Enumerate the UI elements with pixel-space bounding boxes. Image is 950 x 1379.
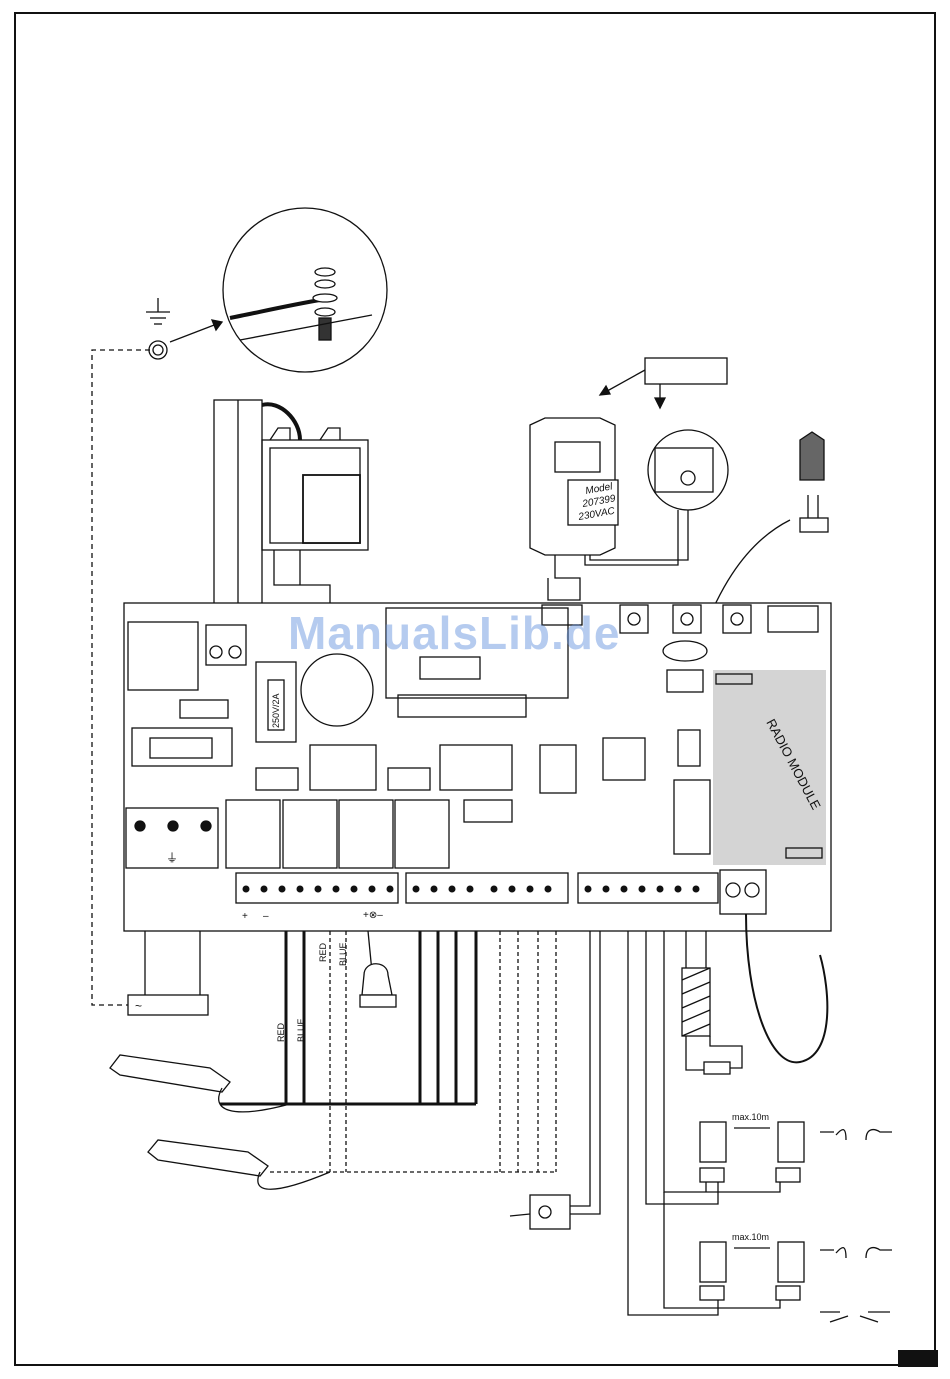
transformer-symbol: ~ [135, 999, 142, 1013]
ground-icon [146, 298, 222, 359]
antenna-wire [746, 914, 827, 1062]
key-switch-icon [510, 931, 600, 1229]
wire-label-blue-top: BLUE [338, 942, 348, 966]
wire-label-blue: BLUE [296, 1018, 306, 1042]
polarity-plus: + [242, 911, 248, 922]
distance-label-2: max.10m [732, 1232, 769, 1242]
polarity-minus: – [263, 911, 269, 922]
gate-direction-icons [820, 1130, 892, 1322]
page-tab [898, 1350, 938, 1367]
board-ground-symbol: ⏚ [166, 851, 178, 865]
safety-edge [682, 931, 742, 1074]
flashing-lamp-icon [360, 931, 396, 1007]
gate-motor-2 [148, 1140, 330, 1189]
ground-bolt-detail [223, 208, 387, 372]
transformer [214, 400, 368, 605]
wire-label-red: RED [276, 1022, 286, 1042]
fuse-label: 250V/2A [271, 693, 281, 728]
lamp-terminal-label: +⊗– [363, 910, 383, 921]
distance-label-1: max.10m [732, 1112, 769, 1122]
lock-module [530, 358, 728, 600]
wire-label-red-top: RED [318, 942, 328, 962]
watermark: ManualsLib.de [288, 606, 620, 660]
